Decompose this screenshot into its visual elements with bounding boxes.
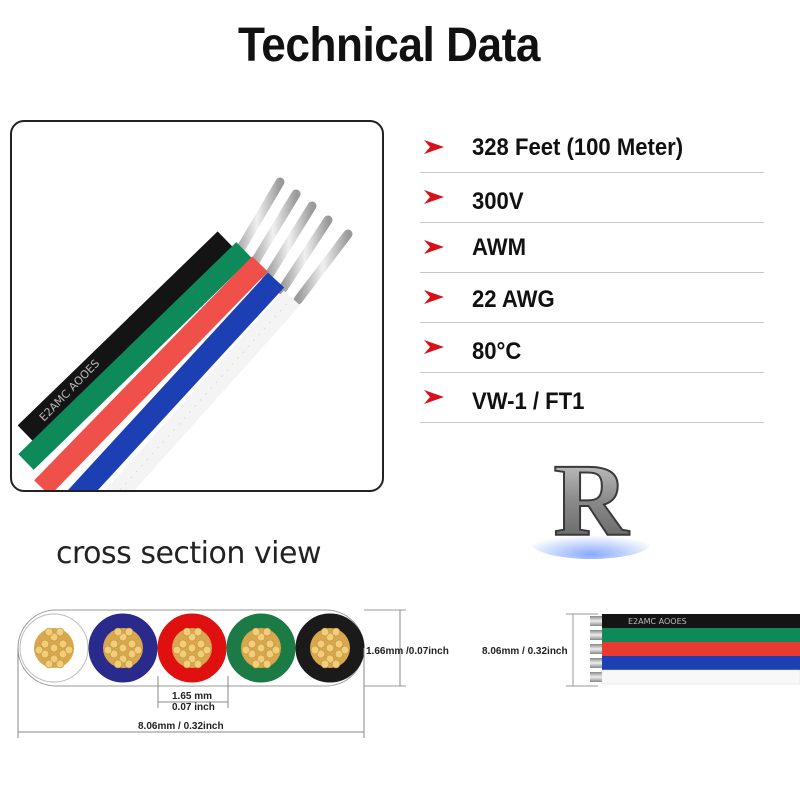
arrow-icon	[424, 290, 444, 304]
wire-strand	[325, 643, 335, 653]
wire-strand	[262, 659, 272, 669]
wire-strand	[265, 649, 275, 659]
wire-strand	[113, 627, 123, 637]
wire-strand	[251, 659, 261, 669]
wire-strand	[241, 645, 251, 655]
wire-strand	[124, 659, 134, 669]
wire-strand	[316, 639, 326, 649]
spec-row: VW-1 / FT1	[420, 372, 764, 423]
wire-strand	[320, 627, 330, 637]
wire-strand	[182, 627, 192, 637]
arrow-icon	[424, 190, 444, 204]
wire-strand	[55, 659, 65, 669]
spec-row: 300V	[420, 172, 764, 223]
wire-strand	[247, 649, 257, 659]
wire-strand	[265, 639, 275, 649]
wire-strand	[178, 649, 188, 659]
wire-strand	[64, 645, 74, 655]
cable-side-view: 8.06mm / 0.32inch E2AMC AOOES	[482, 613, 800, 687]
wire-strand	[109, 639, 119, 649]
wire-strand	[34, 645, 44, 655]
wire-strand	[118, 643, 128, 653]
wire-strand	[310, 645, 320, 655]
spec-standard: AWM	[472, 234, 526, 261]
arrow-icon	[424, 140, 444, 154]
spec-row: 80°C	[420, 322, 764, 373]
arrow-icon	[424, 340, 444, 354]
wire-strand	[340, 645, 350, 655]
wire-strand	[127, 639, 137, 649]
spec-gauge: 22 AWG	[472, 286, 555, 313]
side-width-label: 8.06mm / 0.32inch	[482, 646, 568, 657]
width-dimension-label: 8.06mm / 0.32inch	[138, 721, 224, 732]
wire-strand	[49, 643, 59, 653]
spec-row: AWM	[420, 222, 764, 273]
wire-strand	[334, 639, 344, 649]
wire-strand	[40, 649, 50, 659]
wire-strand	[202, 645, 212, 655]
wire-strand	[271, 645, 281, 655]
wire-strand	[316, 649, 326, 659]
wire-strand	[331, 627, 341, 637]
wire-strand	[193, 659, 203, 669]
wire-strand	[196, 639, 206, 649]
spec-temperature: 80°C	[472, 338, 522, 365]
wire-strand	[44, 627, 54, 637]
wire-strand	[187, 643, 197, 653]
wire-strand	[58, 649, 68, 659]
arrow-icon	[424, 390, 444, 404]
pitch-dimension-mm: 1.65 mm	[172, 691, 212, 702]
wire-strand	[127, 649, 137, 659]
side-wire-strips	[590, 614, 800, 685]
wire-strand	[334, 649, 344, 659]
side-cable-print: E2AMC AOOES	[628, 617, 687, 626]
r-logo-icon: R	[531, 445, 651, 559]
arrow-icon	[424, 240, 444, 254]
insulated-wires	[17, 231, 301, 490]
r-logo-letter: R	[553, 445, 630, 558]
ribbon-cable-illustration: E2AMC AOOES	[17, 177, 353, 490]
wire-strand	[44, 659, 54, 669]
wire-strand	[133, 645, 143, 655]
wire-strand	[113, 659, 123, 669]
pitch-dimension-inch: 0.07 inch	[172, 702, 215, 713]
wire-strand	[256, 643, 266, 653]
wire-strand	[247, 639, 257, 649]
spec-flame-rating: VW-1 / FT1	[472, 388, 585, 415]
spec-row: 328 Feet (100 Meter)	[420, 122, 764, 173]
wire-strand	[58, 639, 68, 649]
wire-strand	[262, 627, 272, 637]
wire-strand	[40, 639, 50, 649]
page-title: Technical Data	[238, 19, 540, 72]
spec-voltage: 300V	[472, 188, 524, 215]
wire-cross-sections	[19, 613, 365, 683]
wire-strand	[109, 649, 119, 659]
wire-strand	[124, 627, 134, 637]
wire-strand	[196, 649, 206, 659]
cross-section-diagram: 1.66mm /0.07inch 1.65 mm 0.07 inch 8.06m…	[17, 609, 449, 738]
wire-strand	[178, 639, 188, 649]
wire-strand	[193, 627, 203, 637]
spec-row: 22 AWG	[420, 272, 764, 323]
wire-strand	[251, 627, 261, 637]
cross-section-title: cross section view	[56, 536, 321, 571]
spec-length: 328 Feet (100 Meter)	[472, 134, 684, 161]
wire-strand	[172, 645, 182, 655]
wire-strand	[182, 659, 192, 669]
wire-strand	[55, 627, 65, 637]
height-dimension-label: 1.66mm /0.07inch	[366, 646, 449, 657]
wire-strand	[331, 659, 341, 669]
stripped-conductors	[229, 177, 353, 305]
wire-strand	[103, 645, 113, 655]
cable-photo: E2AMC AOOES	[10, 120, 384, 492]
wire-strand	[320, 659, 330, 669]
